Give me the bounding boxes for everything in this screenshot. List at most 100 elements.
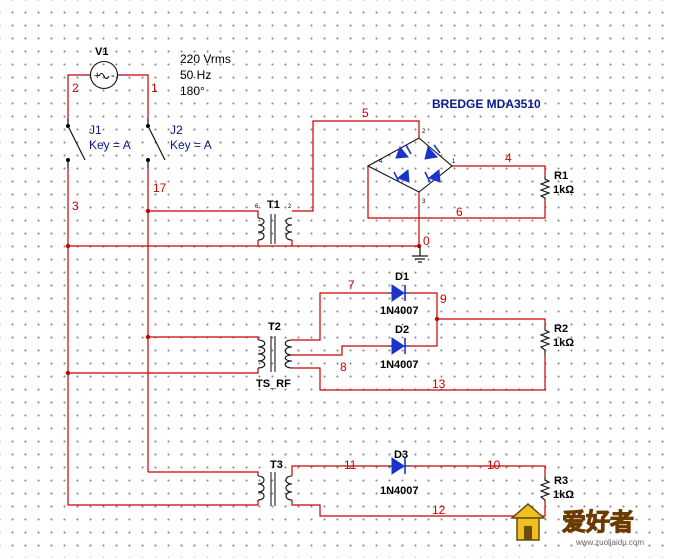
wire-net-10 (410, 465, 546, 476)
wire-net-6 (367, 166, 546, 219)
wire-r2-top (437, 318, 546, 326)
v1-phase: 180° (180, 84, 205, 98)
wire-net-9 (410, 292, 438, 347)
d1-model: 1N4007 (380, 305, 419, 317)
diode-d2[interactable] (388, 337, 410, 355)
d2-model: 1N4007 (380, 359, 419, 371)
net-label: 1 (151, 81, 158, 95)
net-label: 17 (153, 181, 167, 195)
net-label: 11 (344, 458, 357, 472)
net-labels: 2 1 3 17 5 4 6 0 7 9 8 13 11 10 12 (72, 81, 512, 517)
wire-net-13 (292, 356, 546, 391)
d1-name: D1 (395, 271, 409, 283)
svg-text:2: 2 (422, 129, 426, 135)
bridge-rectifier[interactable]: 2 1 3 4 (366, 129, 456, 205)
wires (67, 74, 546, 517)
net-label: 12 (432, 503, 446, 517)
d3-name: D3 (394, 449, 408, 461)
net-label: 9 (440, 292, 447, 306)
bridge-diode (427, 169, 441, 183)
j1-key: Key = A (89, 138, 131, 152)
junction-dot (145, 208, 151, 214)
r3-name: R3 (554, 475, 568, 487)
switch-j2[interactable] (146, 118, 166, 168)
r2-value: 1kΩ (553, 337, 574, 349)
wire-net-7 (292, 292, 388, 341)
r1-name: R1 (554, 170, 568, 182)
ac-source-icon (89, 60, 119, 90)
svg-text:6: 6 (255, 204, 259, 210)
bridge-label: BREDGE MDA3510 (432, 97, 541, 111)
junction-dot (65, 243, 71, 249)
t2-name: T2 (268, 321, 281, 333)
j2-key: Key = A (170, 138, 212, 152)
net-label: 2 (72, 81, 79, 95)
r3-value: 1kΩ (553, 489, 574, 501)
svg-text:+: + (94, 70, 100, 82)
wire-net-2 (67, 74, 87, 118)
svg-text:2: 2 (288, 204, 292, 210)
v1-name: V1 (95, 46, 108, 58)
net-label: 3 (72, 199, 79, 213)
net-label: 5 (362, 106, 369, 120)
ac-source-v1[interactable]: + - (87, 60, 122, 90)
watermark-url: www.zuoliaidu.com (575, 538, 644, 547)
bridge-diode (395, 145, 409, 159)
net-label: 6 (456, 205, 463, 219)
wire-net-12 (291, 500, 546, 517)
resistor-r3[interactable] (539, 476, 551, 502)
net-label: 7 (348, 278, 355, 292)
net-label: 4 (505, 151, 512, 165)
j1-name: J1 (89, 123, 102, 137)
diode-d1[interactable] (388, 284, 410, 302)
j2-name: J2 (170, 123, 183, 137)
switch-j1[interactable] (66, 118, 86, 168)
component-labels: V1 220 Vrms 50 Hz 180° J1 Key = A J2 Key… (89, 46, 574, 501)
junction-dot (145, 334, 151, 340)
watermark-text: 爱好者 (562, 508, 634, 536)
diode-d3[interactable] (388, 457, 410, 475)
wire-t2-primary-top (148, 336, 259, 340)
svg-text:4: 4 (379, 159, 383, 165)
svg-text:3: 3 (422, 199, 426, 205)
watermark-house-icon (510, 503, 546, 541)
t2-model: TS_RF (256, 378, 291, 390)
wire-net-8 (292, 345, 388, 356)
r2-name: R2 (554, 323, 568, 335)
v1-voltage: 220 Vrms (180, 52, 231, 66)
d2-name: D2 (395, 324, 409, 336)
transformer-t1[interactable]: 6 2 (255, 204, 293, 244)
wire-net-5 (292, 120, 420, 212)
wire-t2-primary-bot (68, 368, 259, 374)
wire-t3-primary-top (148, 471, 259, 476)
d3-model: 1N4007 (380, 485, 419, 497)
net-label: 0 (423, 234, 430, 248)
v1-frequency: 50 Hz (180, 68, 211, 82)
transformer-t2[interactable] (257, 336, 293, 372)
transformer-t3[interactable] (257, 472, 293, 506)
wire-net-1 (122, 74, 149, 118)
junction-dot (434, 316, 440, 322)
net-label: 10 (487, 458, 501, 472)
junctions (65, 208, 440, 376)
wire-net-11 (291, 465, 388, 476)
bridge-diode (424, 145, 438, 160)
net-label: 13 (432, 377, 446, 391)
junction-dot (65, 370, 71, 376)
t1-name: T1 (267, 199, 280, 211)
resistor-r1[interactable] (539, 176, 551, 200)
t3-name: T3 (270, 459, 283, 471)
svg-text:1: 1 (452, 159, 456, 165)
r1-value: 1kΩ (553, 184, 574, 196)
svg-text:-: - (111, 70, 115, 82)
ground-icon (412, 246, 428, 263)
wire-t1-primary-top (148, 210, 259, 218)
wire-t3-primary-bot (68, 500, 259, 506)
net-label: 8 (340, 360, 347, 374)
watermark-logo: 爱好者 www.zuoliaidu.com (510, 503, 644, 547)
resistor-r2[interactable] (539, 326, 551, 356)
bridge-diode (396, 169, 410, 183)
wire-net-4 (452, 165, 546, 176)
